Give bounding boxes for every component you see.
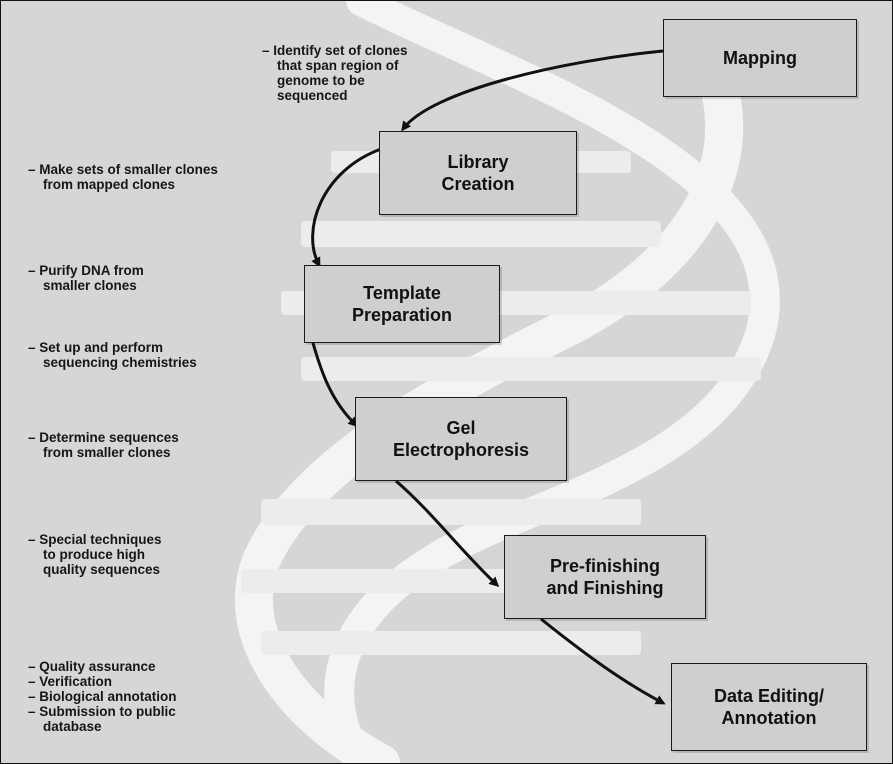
- arrow-mapping-to-library: [401, 49, 664, 132]
- note-line: from mapped clones: [43, 177, 176, 192]
- note-line: – Submission to public: [28, 704, 176, 719]
- note-line: – Biological annotation: [28, 689, 177, 704]
- step-pre-finishing-and-finishing: Pre-finishing and Finishing: [504, 535, 706, 619]
- note-determine-sequences: – Determine sequences from smaller clone…: [28, 430, 179, 460]
- step-template-preparation: Template Preparation: [304, 265, 500, 343]
- note-line: from smaller clones: [43, 445, 171, 460]
- note-line: – Make sets of smaller clones: [28, 162, 218, 177]
- note-library-creation: – Make sets of smaller clones from mappe…: [28, 162, 218, 192]
- note-line: – Determine sequences: [28, 430, 179, 445]
- note-line: sequenced: [277, 88, 348, 103]
- workflow-arrows: [311, 49, 666, 705]
- note-line: – Quality assurance: [28, 659, 156, 674]
- arrow-template-to-gel: [311, 342, 359, 428]
- note-line: quality sequences: [43, 562, 161, 577]
- note-sequencing-chemistries: – Set up and perform sequencing chemistr…: [28, 340, 197, 370]
- note-line: – Purify DNA from: [28, 263, 144, 278]
- note-purify-dna: – Purify DNA from smaller clones: [28, 263, 144, 293]
- step-mapping: Mapping: [663, 19, 857, 97]
- step-gel-electrophoresis: Gel Electrophoresis: [355, 397, 567, 481]
- note-line: – Special techniques: [28, 532, 162, 547]
- note-line: smaller clones: [43, 278, 137, 293]
- note-line: to produce high: [43, 547, 145, 562]
- note-line: – Set up and perform: [28, 340, 164, 355]
- arrow-finishing-to-annotation: [540, 617, 666, 705]
- step-library-creation: Library Creation: [379, 131, 577, 215]
- note-line: database: [43, 719, 102, 734]
- note-final-steps: – Quality assurance – Verification – Bio…: [28, 659, 177, 734]
- note-special-techniques: – Special techniques to produce high qua…: [28, 532, 162, 577]
- note-line: that span region of: [277, 58, 399, 73]
- note-line: genome to be: [277, 73, 365, 88]
- step-data-editing-annotation: Data Editing/ Annotation: [671, 663, 867, 751]
- note-line: sequencing chemistries: [43, 355, 197, 370]
- note-line: – Identify set of clones: [262, 43, 408, 58]
- note-line: – Verification: [28, 674, 113, 689]
- note-mapping: – Identify set of clones that span regio…: [262, 43, 408, 103]
- arrow-gel-to-finishing: [395, 479, 500, 588]
- arrow-library-to-template: [311, 147, 382, 268]
